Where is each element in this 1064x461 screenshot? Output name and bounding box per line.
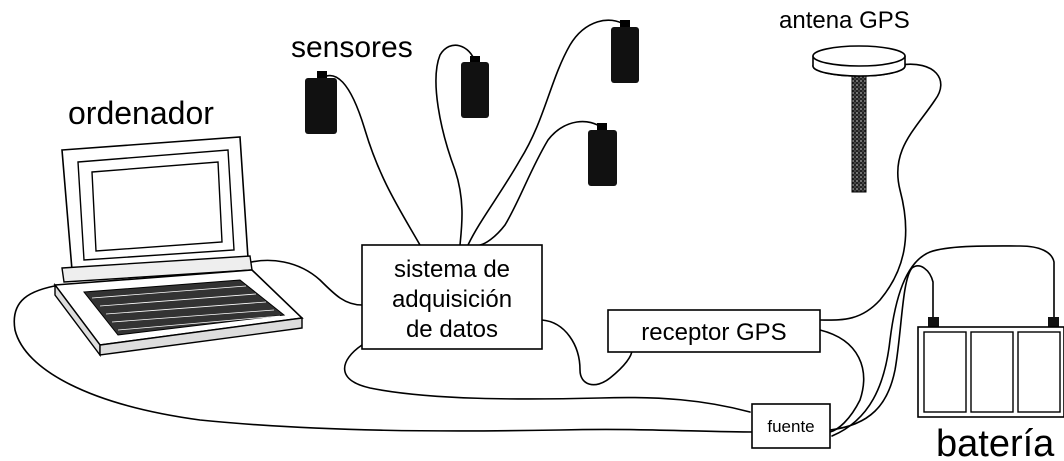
battery-cable-right bbox=[831, 245, 1055, 437]
sensor-1 bbox=[305, 71, 337, 134]
power-supply-box: fuente bbox=[751, 403, 831, 449]
gps-antenna-label: antena GPS bbox=[779, 7, 910, 34]
gps-antenna bbox=[812, 45, 906, 193]
sensor-cable-2 bbox=[435, 44, 476, 246]
sensor-cable-4 bbox=[479, 120, 603, 246]
laptop bbox=[53, 136, 304, 358]
data-acquisition-label-line2: adquisición bbox=[392, 286, 512, 313]
gps-receiver-box: receptor GPS bbox=[607, 309, 821, 353]
sensor-cable-3 bbox=[467, 19, 626, 246]
battery-label: batería bbox=[936, 423, 1055, 461]
power-supply-label: fuente bbox=[767, 417, 814, 436]
cables bbox=[13, 19, 1055, 437]
sensor-4 bbox=[588, 123, 617, 186]
battery-cable-left bbox=[829, 265, 934, 431]
battery bbox=[917, 317, 1064, 418]
gps-receiver-label: receptor GPS bbox=[641, 319, 786, 346]
computer-label: ordenador bbox=[68, 95, 214, 131]
laptop-to-sistema-cable bbox=[239, 259, 363, 306]
receptor-to-fuente-cable bbox=[819, 329, 865, 433]
sensors-label: sensores bbox=[291, 31, 413, 64]
sensor-3 bbox=[611, 20, 639, 83]
sistema-to-fuente-cable bbox=[343, 344, 751, 413]
sistema-to-receptor-cable bbox=[541, 319, 633, 386]
data-acquisition-box: sistema de adquisición de datos bbox=[361, 244, 543, 350]
sensor-2 bbox=[461, 56, 489, 118]
antenna-cable bbox=[819, 63, 942, 321]
keyboard bbox=[83, 279, 286, 336]
data-acquisition-label-line3: de datos bbox=[406, 316, 498, 343]
sensor-cable-1 bbox=[321, 74, 421, 246]
data-acquisition-label-line1: sistema de bbox=[394, 256, 510, 283]
laptop-to-fuente-cable bbox=[13, 284, 756, 433]
